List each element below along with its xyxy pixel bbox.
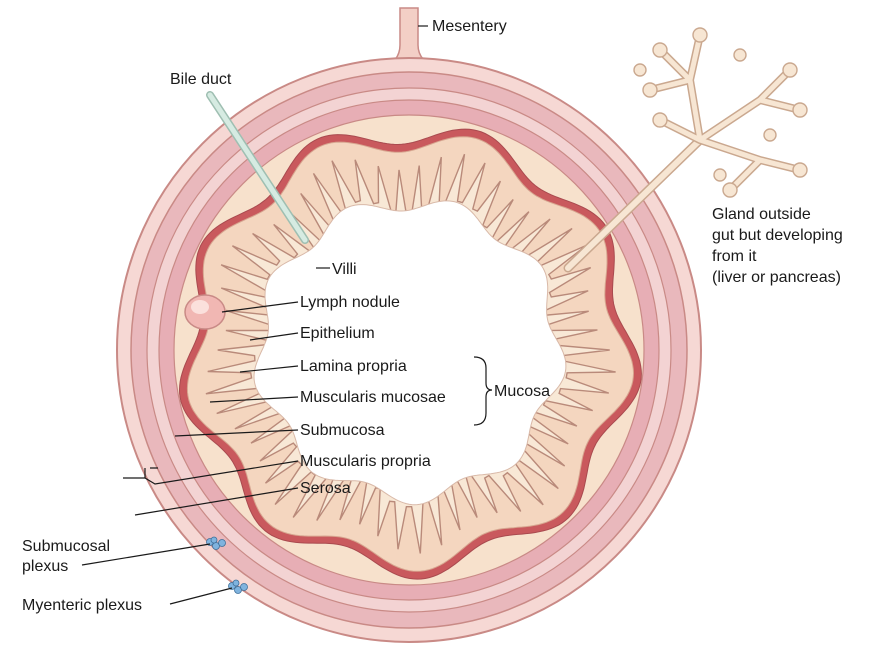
label-submucosal-plexus-line1: Submucosal — [22, 538, 110, 555]
label-submucosa: Submucosa — [300, 422, 385, 439]
label-gland-line1: Gland outside — [712, 206, 811, 223]
lymph-nodule-highlight — [191, 300, 209, 314]
label-gland-line4: (liver or pancreas) — [712, 269, 841, 286]
label-muscularis-mucosae: Muscularis mucosae — [300, 389, 446, 406]
label-bile-duct: Bile duct — [170, 71, 232, 88]
label-gland-line3: from it — [712, 248, 757, 265]
label-muscularis-propria: Muscularis propria — [300, 453, 431, 470]
label-villi: Villi — [332, 261, 357, 278]
label-lymph-nodule: Lymph nodule — [300, 294, 400, 311]
label-mucosa: Mucosa — [494, 383, 550, 400]
label-myenteric-plexus: Myenteric plexus — [22, 597, 142, 614]
label-submucosal-plexus-line2: plexus — [22, 558, 68, 575]
label-mesentery: Mesentery — [432, 18, 507, 35]
label-lamina-propria: Lamina propria — [300, 358, 407, 375]
label-gland-line2: gut but developing — [712, 227, 843, 244]
leader-myenteric-plexus — [170, 588, 232, 604]
label-epithelium: Epithelium — [300, 325, 375, 342]
label-serosa: Serosa — [300, 480, 351, 497]
